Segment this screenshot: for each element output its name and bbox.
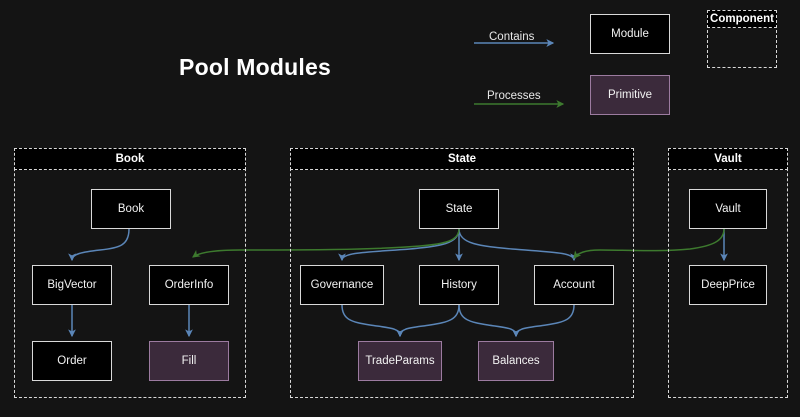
node-book[interactable]: Book <box>91 189 171 229</box>
node-deepprice[interactable]: DeepPrice <box>689 265 767 305</box>
node-state[interactable]: State <box>419 189 499 229</box>
legend-primitive-box: Primitive <box>590 75 670 115</box>
node-order[interactable]: Order <box>32 341 112 381</box>
node-bigvector[interactable]: BigVector <box>32 265 112 305</box>
section-vault-label: Vault <box>668 148 788 170</box>
node-history[interactable]: History <box>419 265 499 305</box>
node-vault[interactable]: Vault <box>689 189 767 229</box>
section-book-label: Book <box>14 148 246 170</box>
legend-contains-label: Contains <box>489 31 535 43</box>
node-tradeparams[interactable]: TradeParams <box>358 341 442 381</box>
node-fill[interactable]: Fill <box>149 341 229 381</box>
legend-processes-label: Processes <box>487 90 541 102</box>
legend-component-label: Component <box>707 10 777 28</box>
node-orderinfo[interactable]: OrderInfo <box>149 265 229 305</box>
page-title: Pool Modules <box>179 54 331 80</box>
legend-module-box: Module <box>590 14 670 54</box>
section-state-label: State <box>290 148 634 170</box>
node-balances[interactable]: Balances <box>478 341 554 381</box>
node-account[interactable]: Account <box>534 265 614 305</box>
node-governance[interactable]: Governance <box>300 265 384 305</box>
